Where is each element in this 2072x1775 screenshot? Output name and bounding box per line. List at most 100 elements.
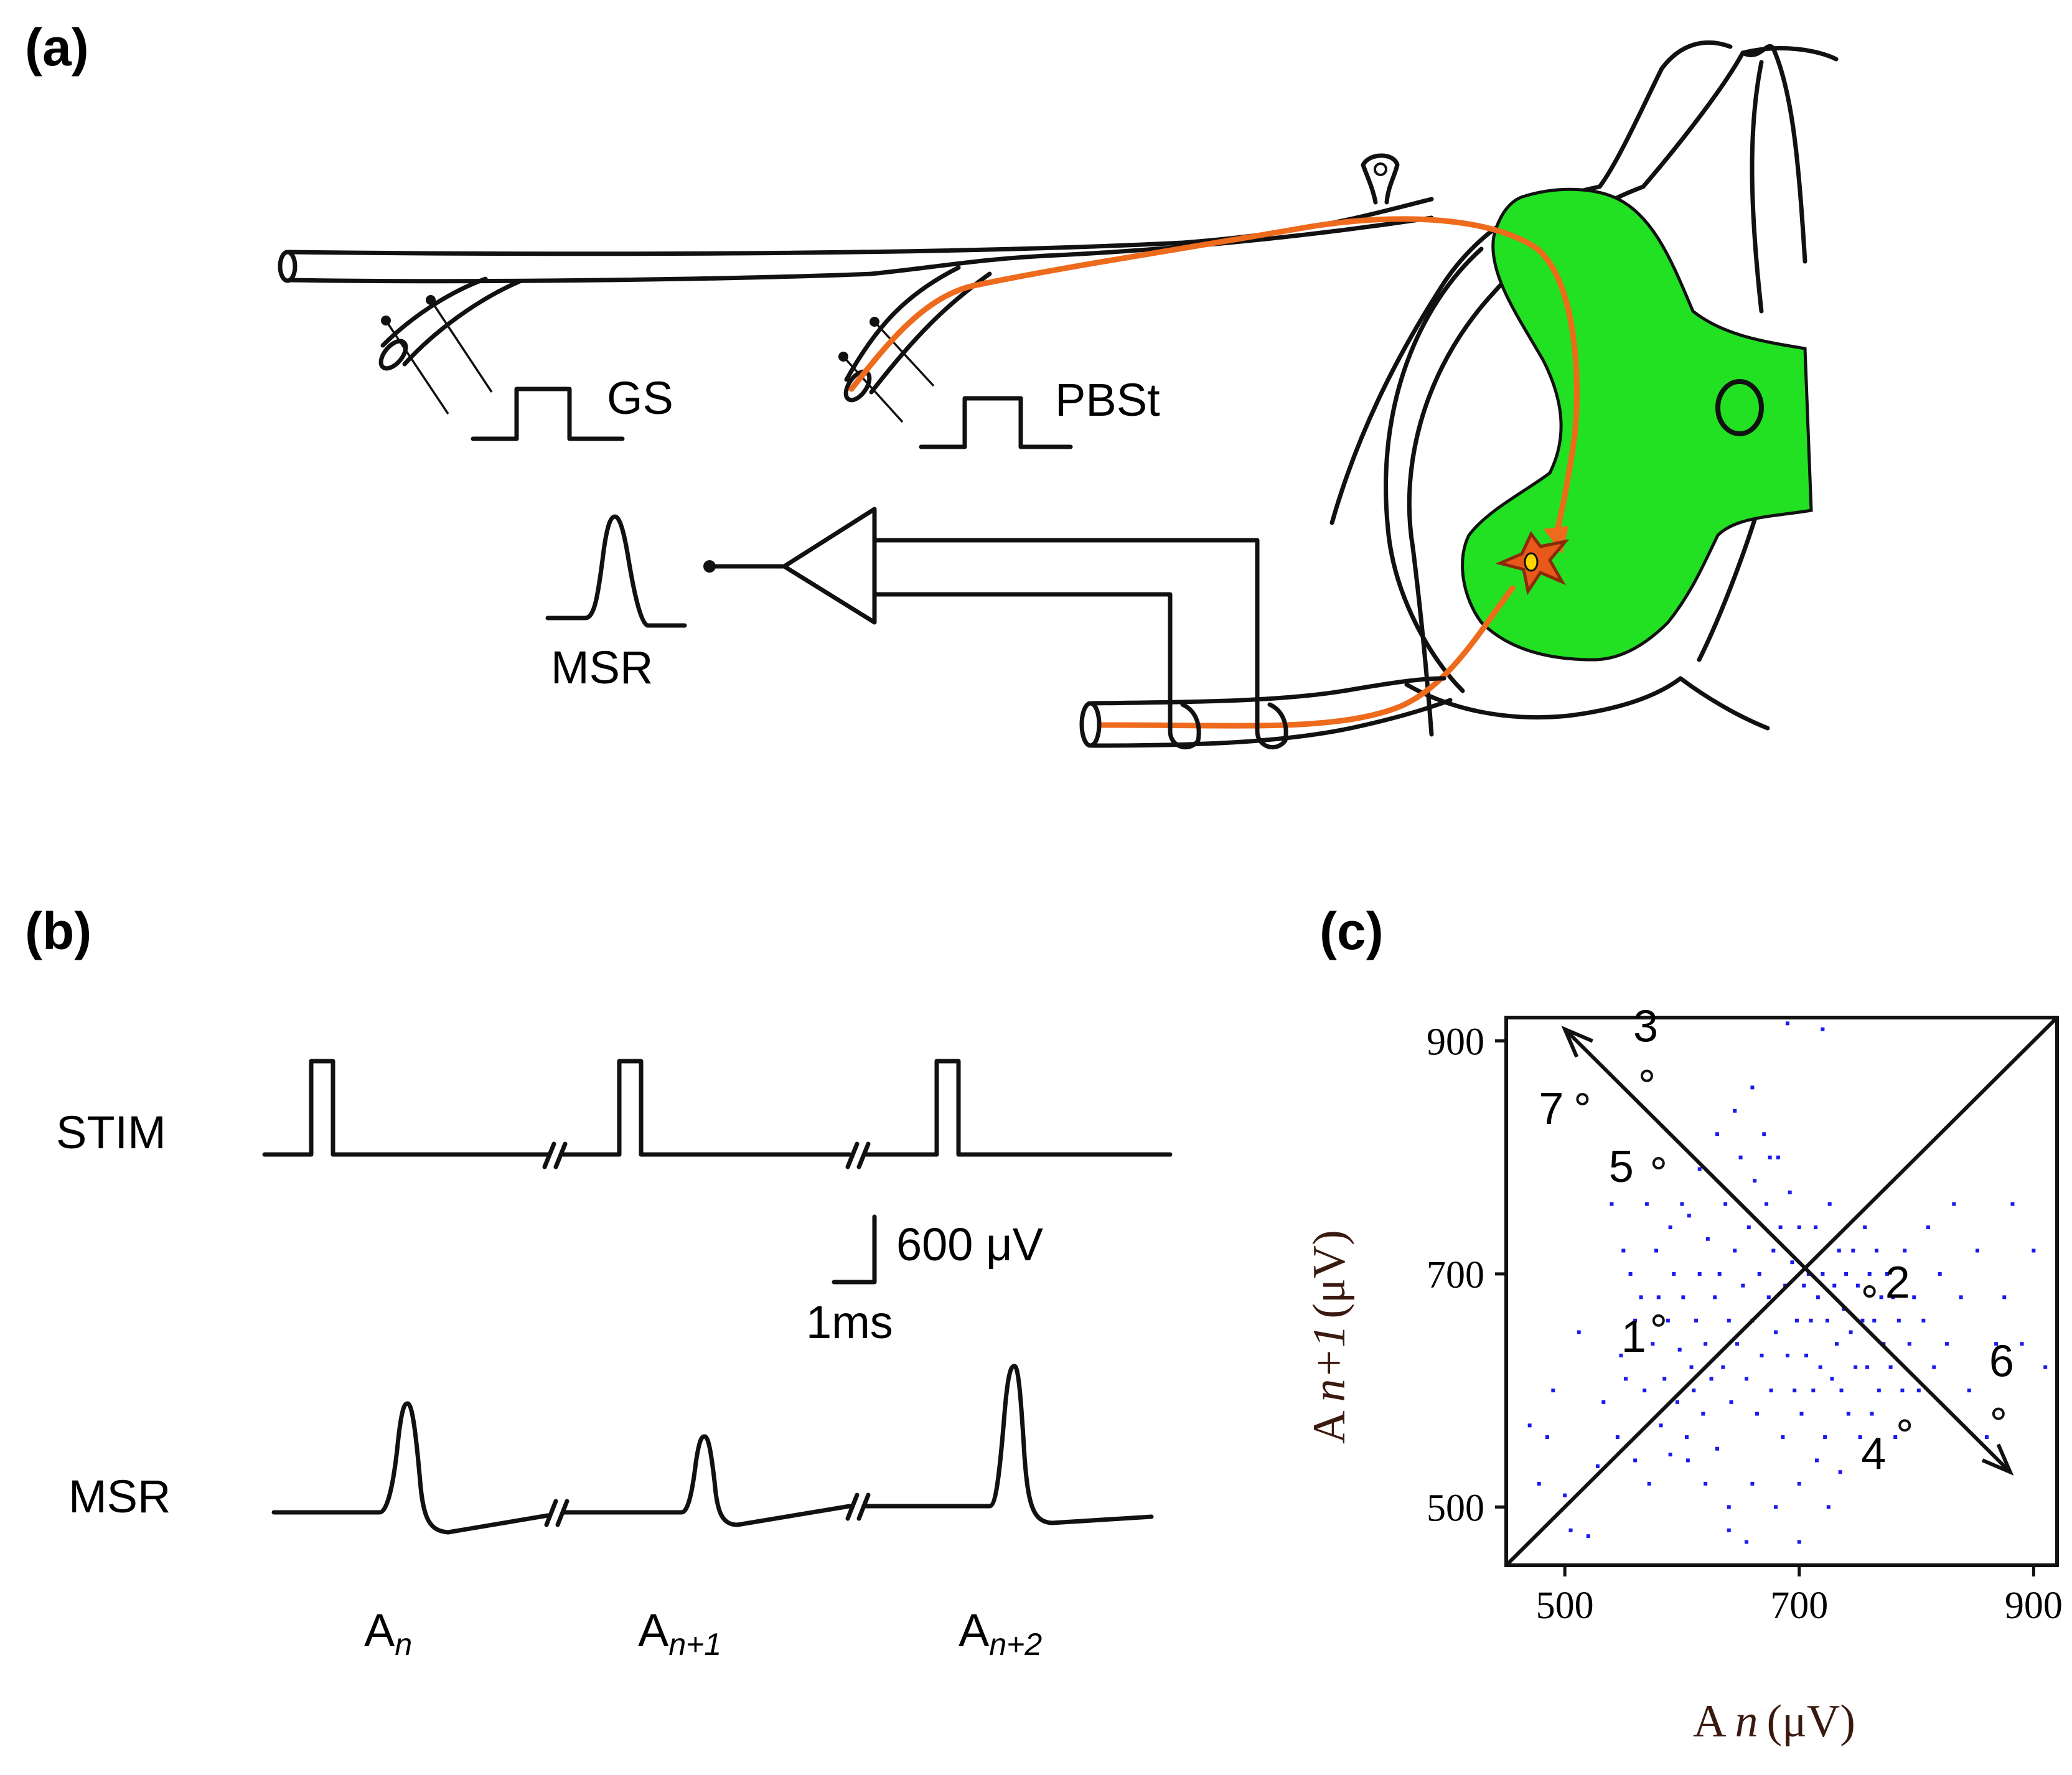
scatter-point xyxy=(1753,1179,1757,1183)
pbst-stim-pulse xyxy=(919,396,1073,449)
scatter-point xyxy=(1799,1412,1804,1416)
scatter-point xyxy=(1537,1481,1541,1486)
scatter-point xyxy=(1735,1342,1739,1346)
scatter-point xyxy=(1715,1132,1719,1136)
scatter-point xyxy=(1785,1353,1789,1357)
scatter-point xyxy=(1785,1021,1789,1026)
scatter-point xyxy=(1907,1342,1911,1346)
scatter-point xyxy=(1672,1272,1676,1276)
gs-branch xyxy=(380,276,522,367)
scatter-point xyxy=(1809,1318,1813,1323)
gs-stim-pulse xyxy=(471,386,625,441)
pbst-electrode-tip-2 xyxy=(870,317,879,327)
scatter-point xyxy=(1727,1528,1731,1532)
gs-nerve-end xyxy=(378,339,408,371)
anti-diagonal-arrow xyxy=(1563,1028,2012,1474)
scatter-point xyxy=(1697,1167,1702,1171)
scatter-point xyxy=(1610,1202,1614,1206)
amplifier xyxy=(782,507,877,625)
scatter-point xyxy=(1804,1353,1809,1357)
scatter-point xyxy=(1854,1365,1858,1369)
x-tick-label: 500 xyxy=(1536,1585,1594,1627)
panel-a-label: (a) xyxy=(25,18,89,77)
scatter-point xyxy=(1527,1423,1532,1428)
central-canal xyxy=(1715,379,1764,436)
scatter-point xyxy=(1601,1400,1606,1404)
point-label-3: 3 xyxy=(1633,1002,1658,1052)
scatter-point xyxy=(1838,1470,1842,1474)
scatter-point xyxy=(1945,1342,1949,1346)
dorsal-nerve-tube xyxy=(287,197,1434,284)
scatter-point xyxy=(1577,1330,1581,1334)
scatter-point xyxy=(1888,1365,1893,1369)
scatter-point xyxy=(1709,1377,1713,1381)
scatter-point xyxy=(1912,1295,1916,1300)
gs-electrode-1 xyxy=(385,320,449,414)
scatter-point xyxy=(1689,1365,1694,1369)
scatter-point xyxy=(1875,1248,1879,1253)
scatter-point xyxy=(1870,1412,1874,1416)
scatter-point xyxy=(1771,1248,1776,1253)
scatter-point xyxy=(1750,1085,1755,1090)
scatter-point xyxy=(1776,1155,1780,1159)
scatter-point xyxy=(1818,1365,1822,1369)
scatter-point xyxy=(1675,1400,1679,1404)
point-label-4: 4 xyxy=(1861,1429,1886,1479)
scale-time-label: 1ms xyxy=(806,1296,893,1348)
scatter-point xyxy=(1681,1295,1685,1300)
scatter-point xyxy=(1774,1330,1778,1334)
ventral-nerve-end xyxy=(1079,701,1102,748)
spinal-cord-right xyxy=(1697,46,1839,662)
scatter-point xyxy=(1830,1377,1834,1381)
scatter-point xyxy=(1741,1283,1745,1288)
scatter-point xyxy=(1733,1108,1737,1113)
scatter-point xyxy=(1781,1435,1785,1440)
motoneuron-nucleus xyxy=(1524,552,1539,572)
scatter-point xyxy=(1651,1342,1655,1346)
scatter-point xyxy=(2043,1365,2048,1369)
scatter-point xyxy=(1659,1423,1663,1428)
scatter-point xyxy=(1891,1295,1895,1300)
recording-wire-2 xyxy=(874,592,1201,750)
amplifier-output-node xyxy=(703,560,716,573)
x-tick-label: 700 xyxy=(1770,1585,1828,1627)
scatter-point xyxy=(1858,1435,1862,1440)
line-layer xyxy=(1504,1016,2059,1567)
scatter-point xyxy=(1694,1318,1699,1323)
scatter-point xyxy=(1959,1295,1963,1300)
scatter-point xyxy=(1814,1225,1818,1230)
scatter-point xyxy=(1668,1225,1672,1230)
msr-break-1 xyxy=(544,1499,570,1527)
stim-trace xyxy=(262,1059,1173,1157)
scatter-point xyxy=(1816,1295,1820,1300)
scatter-point xyxy=(1903,1248,1907,1253)
stim-break-2 xyxy=(845,1141,871,1169)
spinal-cord-ventral xyxy=(1404,676,1770,731)
scale-bar xyxy=(832,1214,877,1285)
scatter-point xyxy=(1656,1295,1661,1300)
scatter-point xyxy=(1738,1155,1743,1159)
scatter-point xyxy=(1797,1225,1801,1230)
labeled-point-5 xyxy=(1652,1157,1665,1170)
scatter-point xyxy=(1692,1389,1696,1393)
scatter-point xyxy=(1778,1225,1783,1230)
scatter-point xyxy=(1975,1248,1979,1253)
scatter-point xyxy=(1814,1458,1819,1463)
msr-trace xyxy=(271,1364,1154,1535)
scatter-point xyxy=(1846,1412,1850,1416)
scatter-point xyxy=(1633,1458,1638,1463)
scatter-point xyxy=(2010,1202,2015,1206)
scatter-point xyxy=(1849,1330,1853,1334)
scatter-point xyxy=(1746,1225,1751,1230)
point-label-1: 1 xyxy=(1621,1312,1646,1362)
scatter-point xyxy=(1639,1295,1643,1300)
pbst-electrode-2 xyxy=(873,321,935,387)
scatter-point xyxy=(1701,1412,1705,1416)
scatter-point xyxy=(1745,1377,1749,1381)
scatter-point xyxy=(1839,1389,1844,1393)
scatter-point xyxy=(1662,1377,1667,1381)
scatter-point xyxy=(1851,1248,1855,1253)
scatter-point xyxy=(1715,1446,1719,1451)
arrowhead-up xyxy=(1561,1026,1593,1058)
scatter-point xyxy=(1729,1400,1733,1404)
